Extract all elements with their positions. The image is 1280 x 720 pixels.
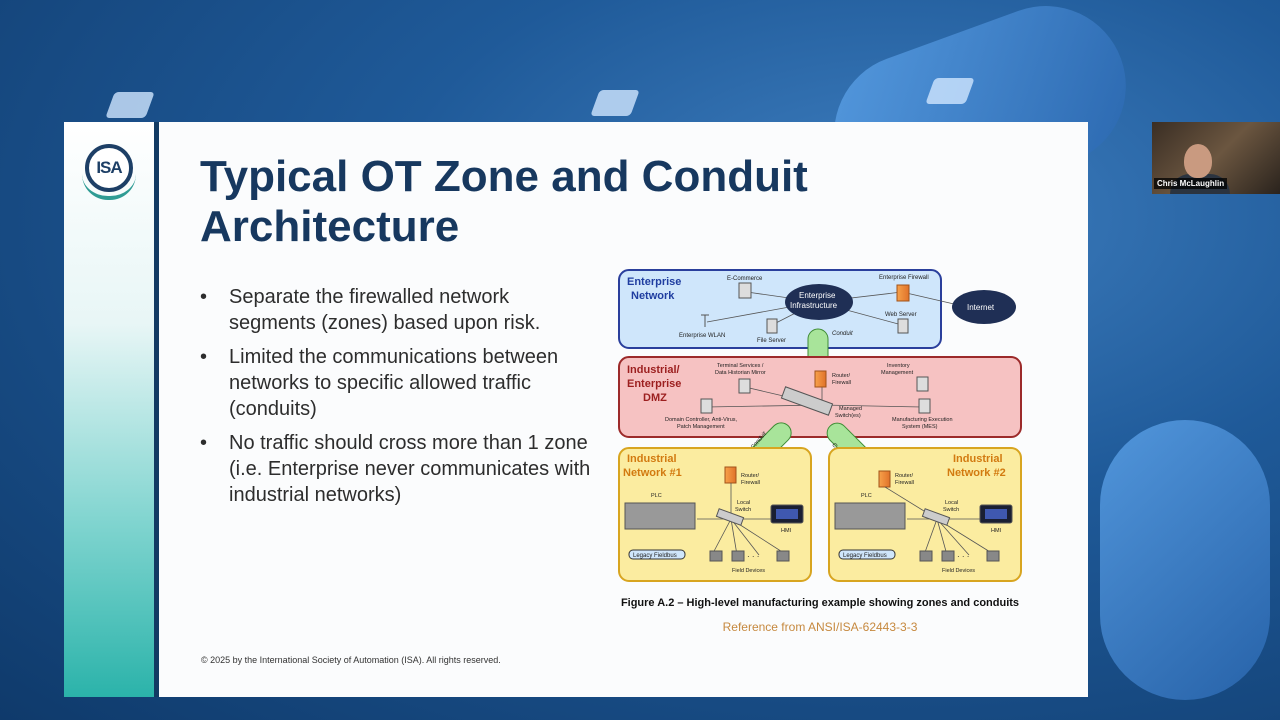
managed-switch-label: Switch(es) — [835, 413, 861, 419]
slide-sidebar — [64, 122, 154, 697]
ind1-local-switch-label: Local — [737, 500, 750, 506]
ind1-field-device-icon — [731, 550, 745, 562]
domain-controller-server-icon — [700, 398, 713, 414]
dmz-zone-label: DMZ — [643, 392, 667, 404]
ind1-router-label: Router/ — [741, 473, 760, 479]
router-firewall-label: Firewall — [832, 380, 851, 386]
presentation-slide: ISA Typical OT Zone and Conduit Architec… — [64, 122, 1088, 697]
presenter-video-tile[interactable]: Chris McLaughlin — [1152, 122, 1280, 194]
presenter-name-label: Chris McLaughlin — [1154, 178, 1228, 189]
ind2-local-switch-icon — [921, 508, 951, 526]
router-firewall-label: Router/ — [832, 373, 851, 379]
ind1-legacy-fieldbus-label: Legacy Fieldbus — [633, 553, 677, 559]
ind2-zone-label: Network #2 — [947, 467, 1006, 479]
industrial-network-1-zone — [618, 447, 812, 582]
logo-swoosh-icon — [82, 174, 136, 200]
enterprise-infrastructure-cloud — [785, 284, 853, 320]
ind2-plc-rack-icon — [834, 502, 906, 530]
reference-text: Reference from ANSI/ISA-62443-3-3 — [722, 620, 918, 634]
ind2-legacy-fieldbus — [838, 549, 896, 560]
sidebar-divider — [154, 122, 159, 697]
ind1-hmi-label: HMI — [781, 528, 792, 534]
ind1-field-devices-label: Field Devices — [732, 568, 765, 574]
wlan-antenna-icon — [701, 314, 709, 327]
ind2-legacy-fieldbus-label: Legacy Fieldbus — [843, 553, 887, 559]
zone-conduit-diagram: Enterprise Network E-Commerce Enterprise… — [618, 269, 1022, 582]
enterprise-firewall-icon — [896, 284, 910, 302]
ind2-field-device-icon — [986, 550, 1000, 562]
ind1-local-switch-label: Switch — [735, 507, 751, 513]
managed-switch-label: Managed — [839, 406, 862, 412]
ind1-hmi-screen — [776, 509, 798, 519]
terminal-services-server-icon — [738, 378, 751, 394]
ind1-field-device-icon — [776, 550, 790, 562]
enterprise-zone-label: Enterprise — [627, 276, 681, 288]
copyright-notice: © 2025 by the International Society of A… — [201, 655, 501, 665]
ind2-field-devices-label: Field Devices — [942, 568, 975, 574]
ind1-ellipsis: · · · — [747, 552, 759, 561]
bullet-item: Separate the firewalled network segments… — [200, 284, 600, 336]
internet-label: Internet — [967, 303, 995, 312]
enterprise-zone-label: Network — [631, 290, 675, 302]
ind2-hmi-screen — [985, 509, 1007, 519]
ind2-field-device-icon — [919, 550, 933, 562]
enterprise-firewall-label: Enterprise Firewall — [879, 275, 929, 281]
ind1-plc-rack-icon — [624, 502, 696, 530]
mes-label: System (MES) — [902, 424, 938, 430]
presenter-face — [1184, 144, 1212, 178]
router-firewall-icon — [814, 370, 827, 388]
internet-cloud — [952, 290, 1016, 324]
conduit-label: Conduit — [832, 331, 853, 337]
ind2-field-device-icon — [941, 550, 955, 562]
managed-switch-icon — [780, 386, 834, 416]
ind1-router-label: Firewall — [741, 480, 760, 486]
ind1-router-firewall-icon — [724, 466, 737, 484]
ind2-zone-label: Industrial — [953, 453, 1003, 465]
logo-text: ISA — [96, 158, 122, 177]
terminal-services-label: Data Historian Mirror — [715, 370, 766, 376]
inventory-server-icon — [916, 376, 929, 392]
mes-label: Manufacturing Execution — [892, 417, 953, 423]
enterprise-infra-label: Infrastructure — [790, 301, 838, 310]
ind2-plc-label: PLC — [861, 493, 872, 499]
mes-server-icon — [918, 398, 931, 414]
ind2-ellipsis: · · · — [957, 552, 969, 561]
ind1-zone-label: Network #1 — [623, 467, 682, 479]
ind1-zone-label: Industrial — [627, 453, 677, 465]
ecommerce-server-icon — [738, 282, 752, 299]
dmz-zone-label: Industrial/ — [627, 364, 680, 376]
ind2-local-switch-label: Local — [945, 500, 958, 506]
figure-caption: Figure A.2 – High-level manufacturing ex… — [620, 597, 1020, 609]
enterprise-infra-label: Enterprise — [799, 291, 836, 300]
wlan-label: Enterprise WLAN — [679, 333, 725, 339]
inventory-label: Inventory — [887, 363, 910, 369]
ind1-plc-label: PLC — [651, 493, 662, 499]
ind2-router-label: Router/ — [895, 473, 914, 479]
ind1-local-switch-icon — [715, 508, 745, 526]
ind2-router-firewall-icon — [878, 470, 891, 488]
bullet-item: No traffic should cross more than 1 zone… — [200, 430, 600, 508]
ecommerce-label: E-Commerce — [727, 276, 763, 282]
ind1-field-device-icon — [709, 550, 723, 562]
inventory-label: Management — [881, 370, 914, 376]
ind2-hmi-label: HMI — [991, 528, 1002, 534]
ind1-legacy-fieldbus — [628, 549, 686, 560]
bullet-item: Limited the communications between netwo… — [200, 344, 600, 422]
slide-title: Typical OT Zone and Conduit Architecture — [200, 152, 808, 251]
domain-controller-label: Patch Management — [677, 424, 725, 430]
web-server-icon — [897, 318, 909, 334]
domain-controller-label: Domain Controller, Anti-Virus, — [665, 417, 738, 423]
bullet-list: Separate the firewalled network segments… — [200, 284, 600, 516]
file-server-icon — [766, 318, 778, 334]
file-server-label: File Server — [757, 338, 786, 344]
terminal-services-label: Terminal Services / — [717, 363, 764, 369]
ind2-local-switch-label: Switch — [943, 507, 959, 513]
ind2-router-label: Firewall — [895, 480, 914, 486]
dmz-zone-label: Enterprise — [627, 378, 681, 390]
web-server-label: Web Server — [885, 312, 917, 318]
